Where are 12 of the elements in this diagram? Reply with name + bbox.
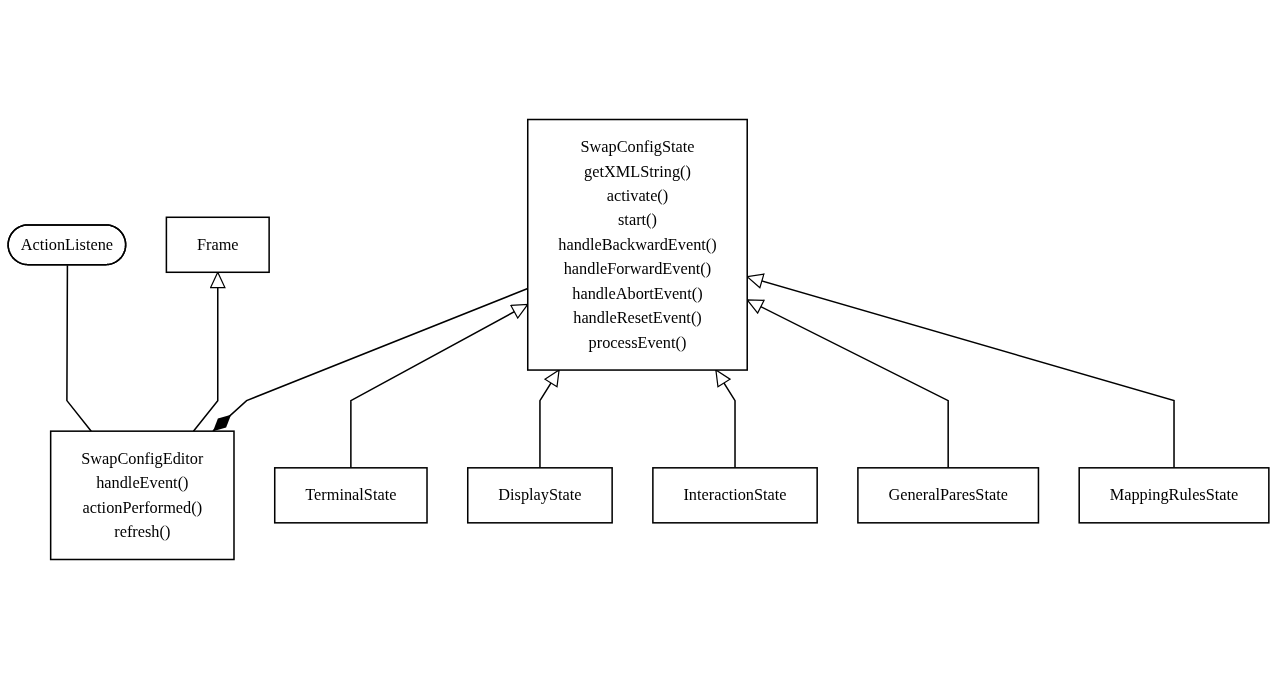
node-box: InteractionState bbox=[652, 467, 818, 524]
node-box: MappingRulesState bbox=[1078, 467, 1270, 524]
node-box: TerminalState bbox=[273, 467, 428, 524]
node-box: SwapConfigEditor handleEvent() actionPerformed() refresh() bbox=[49, 430, 235, 561]
node-box: SwapConfigState getXMLString() activate() start() handleBackwardEvent() handleForwardEvent() handleAbortEvent() handleResetEvent() processEvent() bbox=[527, 118, 748, 371]
arrow bbox=[192, 271, 226, 432]
connector bbox=[66, 264, 92, 432]
node-box: GeneralParesState bbox=[857, 467, 1040, 524]
node-box: Frame bbox=[165, 216, 270, 274]
node-box: DisplayState bbox=[467, 467, 613, 524]
arrow bbox=[539, 369, 560, 469]
arrow bbox=[715, 369, 736, 469]
